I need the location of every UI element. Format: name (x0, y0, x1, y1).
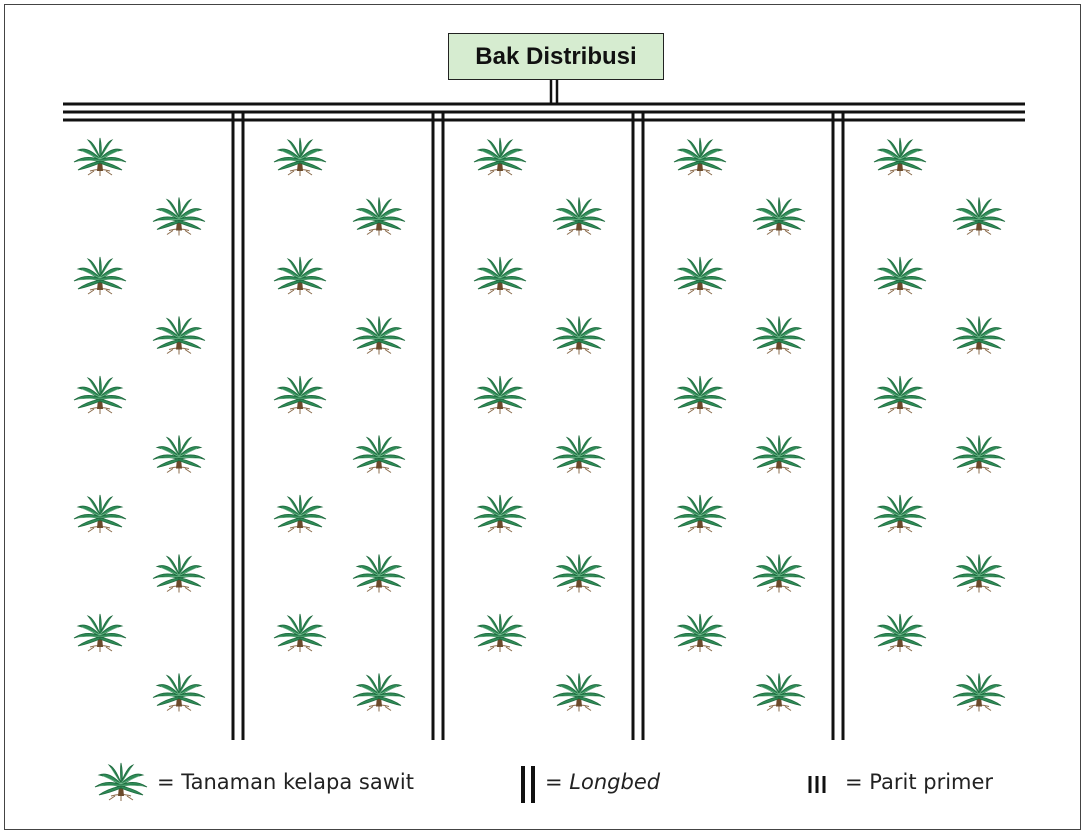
palm-tree-icon (552, 435, 606, 474)
legend-longbed-label: = Longbed (545, 770, 660, 794)
palm-tree-icon (352, 554, 406, 593)
primary-channel (63, 102, 1025, 122)
palm-tree-icon (352, 316, 406, 355)
palm-tree-icon (752, 673, 806, 712)
palm-tree-icon (473, 375, 527, 415)
diagram-frame (4, 4, 1081, 830)
palm-tree-icon (752, 197, 806, 236)
palm-tree-icon (273, 613, 327, 653)
palm-tree-icon (73, 256, 127, 296)
palm-tree-icon (473, 256, 527, 296)
palm-tree-icon (352, 197, 406, 236)
palm-tree-icon (873, 375, 927, 415)
palm-tree-icon (952, 316, 1006, 355)
page-title: Bak Distribusi (475, 42, 637, 70)
longbed-channels (231, 112, 845, 740)
palm-tree-icon (152, 673, 206, 712)
palm-tree-icon (952, 435, 1006, 474)
palm-tree-icon (952, 673, 1006, 712)
palm-tree-icon (673, 137, 727, 177)
distribution-outlet (549, 80, 559, 104)
legend-primer-label: = Parit primer (845, 770, 994, 794)
palm-tree-icon (952, 554, 1006, 593)
palm-tree-icon (873, 613, 927, 653)
palm-tree-icon (552, 554, 606, 593)
legend-longbed-equals: = (545, 770, 563, 794)
palm-tree-icon (73, 494, 127, 534)
palm-tree-icon (273, 494, 327, 534)
palm-tree-icon (873, 137, 927, 177)
palm-tree-icon (752, 554, 806, 593)
palm-tree-icon (752, 435, 806, 474)
legend-palm-label: = Tanaman kelapa sawit (157, 770, 414, 794)
palm-tree-icon (352, 673, 406, 712)
legend-longbed-icon (521, 766, 535, 803)
palm-tree-icon (552, 673, 606, 712)
legend-palm-icon (94, 762, 148, 802)
palm-tree-icon (673, 256, 727, 296)
palm-tree-icon (273, 256, 327, 296)
palm-tree-icon (273, 137, 327, 177)
palm-tree-icon (73, 613, 127, 653)
palm-tree-icon (73, 137, 127, 177)
legend-longbed-word: Longbed (569, 770, 661, 794)
palm-tree-icon (352, 435, 406, 474)
palm-tree-icon (473, 613, 527, 653)
palm-tree-icon (873, 494, 927, 534)
legend-primer-icon (808, 776, 826, 793)
palm-tree-icon (873, 256, 927, 296)
palm-tree-icon (952, 197, 1006, 236)
palm-tree-icon (473, 494, 527, 534)
palm-tree-icon (673, 494, 727, 534)
palm-tree-icon (152, 197, 206, 236)
palm-tree-icon (152, 316, 206, 355)
palm-tree-icon (752, 316, 806, 355)
palm-tree-icon (73, 375, 127, 415)
palm-tree-icon (552, 316, 606, 355)
palm-tree-icon (152, 554, 206, 593)
distribution-tank-label: Bak Distribusi (448, 33, 664, 80)
palm-tree-icon (473, 137, 527, 177)
palm-tree-icon (673, 375, 727, 415)
palm-tree-icon (673, 613, 727, 653)
palm-grid (73, 137, 1006, 712)
palm-tree-icon (273, 375, 327, 415)
palm-tree-icon (152, 435, 206, 474)
palm-tree-icon (552, 197, 606, 236)
